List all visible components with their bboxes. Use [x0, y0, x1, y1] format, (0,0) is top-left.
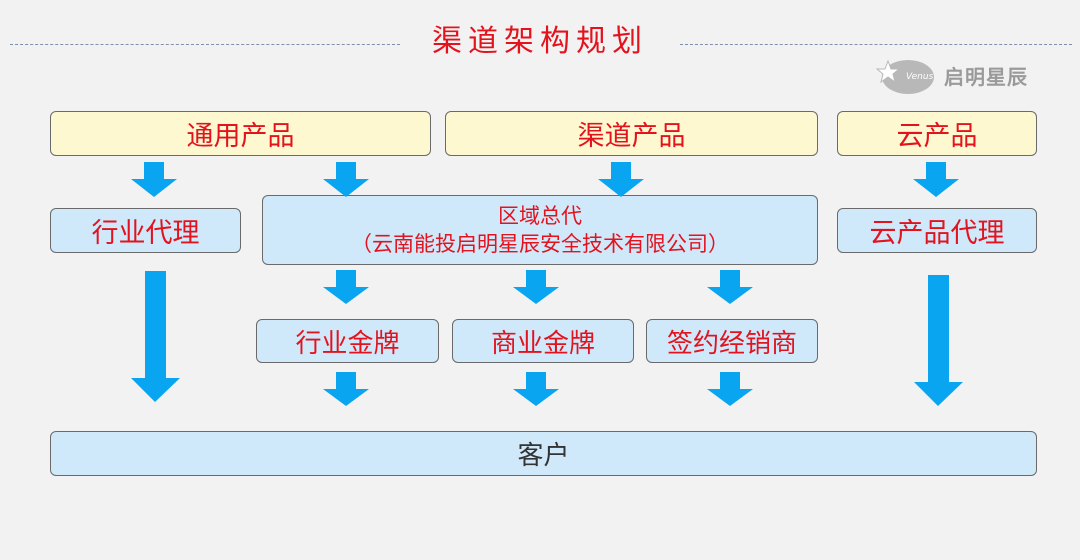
page-title: 渠道架构规划	[432, 24, 648, 59]
title-divider-left	[10, 44, 400, 45]
venus-logo-icon: Venus	[875, 59, 934, 94]
arrow-down-icon	[707, 372, 753, 406]
contract-dealer-box: 签约经销商	[646, 319, 818, 363]
arrow-down-icon	[323, 270, 369, 304]
industry-gold-box: 行业金牌	[256, 319, 439, 363]
arrow-down-icon	[598, 162, 644, 197]
cloud-agent-box: 云产品代理	[837, 208, 1037, 253]
arrow-down-icon	[914, 275, 963, 406]
title-divider-right	[680, 44, 1072, 45]
arrow-down-icon	[707, 270, 753, 304]
channel-product-box: 渠道产品	[445, 111, 818, 156]
logo-text: 启明星辰	[944, 65, 1028, 89]
regional-distributor-company: （云南能投启明星辰安全技术有限公司）	[351, 232, 729, 256]
cloud-product-box: 云产品	[837, 111, 1037, 156]
arrow-down-icon	[513, 270, 559, 304]
logo-mark-text: Venus	[906, 72, 934, 82]
arrow-down-icon	[913, 162, 959, 197]
arrow-down-icon	[323, 372, 369, 406]
regional-distributor-title: 区域总代	[498, 204, 582, 228]
arrow-down-icon	[131, 162, 177, 197]
general-product-box: 通用产品	[50, 111, 431, 156]
regional-distributor-box: 区域总代 （云南能投启明星辰安全技术有限公司）	[262, 195, 818, 265]
customer-box: 客户	[50, 431, 1037, 476]
arrow-down-icon	[131, 271, 180, 402]
industry-agent-box: 行业代理	[50, 208, 241, 253]
business-gold-box: 商业金牌	[452, 319, 634, 363]
arrow-down-icon	[323, 162, 369, 197]
arrow-down-icon	[513, 372, 559, 406]
